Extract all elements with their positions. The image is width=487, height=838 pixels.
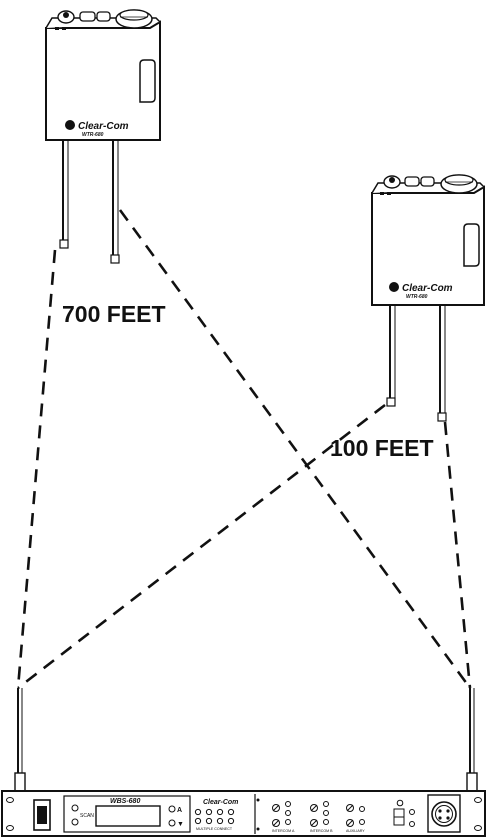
down-arrow-icon: ▼ bbox=[177, 821, 184, 828]
base-station: WBS-680 SCAN A ▼ Clear-Com MULTIPLE CONN… bbox=[1, 790, 486, 837]
intercom-b-label: INTERCOM B bbox=[310, 829, 333, 833]
transmitter-left-model: WTR-680 bbox=[82, 132, 104, 138]
multiple-connect-buttons bbox=[194, 808, 235, 825]
scan-label: SCAN bbox=[80, 813, 94, 819]
clear-com-logo-icon bbox=[389, 282, 399, 292]
intercom-b-controls bbox=[310, 801, 329, 827]
intercom-a-label: INTERCOM A bbox=[272, 829, 295, 833]
base-station-model: WBS-680 bbox=[110, 798, 140, 805]
transmitter-right-brand: Clear-Com bbox=[402, 283, 453, 294]
transmitter-left: Clear-Com WTR-680 bbox=[45, 9, 161, 264]
base-station-brand: Clear-Com bbox=[203, 799, 238, 806]
up-arrow-icon: A bbox=[177, 807, 182, 814]
range-line-right-tx-right-antenna bbox=[443, 421, 472, 689]
auxiliary-label: AUXILIARY bbox=[346, 829, 365, 833]
range-lines bbox=[16, 209, 472, 690]
transmitter-left-brand: Clear-Com bbox=[78, 121, 129, 132]
range-line-left-tx-right-antenna bbox=[118, 209, 472, 689]
range-line-right-tx-left-antenna bbox=[17, 403, 386, 690]
range-line-left-tx-left-antenna bbox=[16, 249, 57, 689]
transmitter-right: Clear-Com WTR-680 bbox=[371, 174, 485, 422]
clear-com-logo-icon bbox=[65, 120, 75, 130]
auxiliary-controls bbox=[346, 804, 365, 827]
far-distance-label: 700 FEET bbox=[62, 301, 166, 327]
transmitter-right-model: WTR-680 bbox=[406, 294, 428, 300]
multiple-connect-label: MULTIPLE CONNECT bbox=[196, 827, 233, 831]
headset-controls bbox=[393, 799, 415, 827]
near-distance-label: 100 FEET bbox=[330, 435, 434, 461]
intercom-a-controls bbox=[272, 801, 291, 827]
base-antennas bbox=[14, 688, 478, 792]
